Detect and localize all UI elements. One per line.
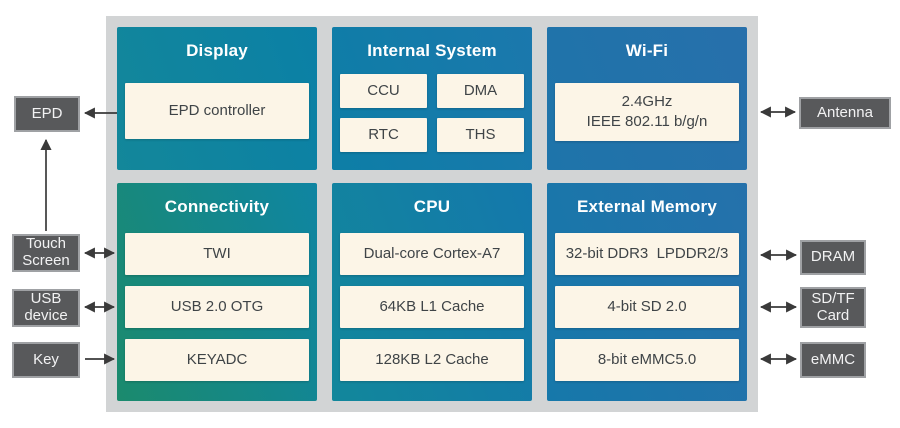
block-connectivity: Connectivity TWI USB 2.0 OTG KEYADC xyxy=(117,183,317,401)
chip-wifi-spec: 2.4GHz IEEE 802.11 b/g/n xyxy=(555,83,739,141)
block-external-memory: External Memory 32-bit DDR3 LPDDR2/3 4-b… xyxy=(547,183,747,401)
chip-ccu: CCU xyxy=(340,74,427,108)
block-wifi-title: Wi-Fi xyxy=(625,41,669,60)
block-wifi: Wi-Fi 2.4GHz IEEE 802.11 b/g/n xyxy=(547,27,747,170)
block-cpu: CPU Dual-core Cortex-A7 64KB L1 Cache 12… xyxy=(332,183,532,401)
chip-emmc50: 8-bit eMMC5.0 xyxy=(555,339,739,381)
peripheral-sdtf-card: SD/TF Card xyxy=(800,287,866,328)
peripheral-emmc: eMMC xyxy=(800,342,866,378)
chip-twi: TWI xyxy=(125,233,309,275)
internal-system-grid: CCU DMA RTC THS xyxy=(340,74,524,152)
chip-dma: DMA xyxy=(437,74,524,108)
chip-l2-cache: 128KB L2 Cache xyxy=(340,339,524,381)
connectivity-stack: TWI USB 2.0 OTG KEYADC xyxy=(125,233,309,381)
chip-rtc: RTC xyxy=(340,118,427,152)
peripheral-touch-screen: Touch Screen xyxy=(12,234,80,272)
peripheral-key: Key xyxy=(12,342,80,378)
peripheral-dram: DRAM xyxy=(800,240,866,275)
chip-ths: THS xyxy=(437,118,524,152)
block-display-title: Display xyxy=(186,41,248,60)
block-internal-system-title: Internal System xyxy=(367,41,497,60)
chip-cortex-a7: Dual-core Cortex-A7 xyxy=(340,233,524,275)
peripheral-usb-device: USB device xyxy=(12,289,80,327)
peripheral-epd: EPD xyxy=(14,96,80,132)
chip-usb-otg: USB 2.0 OTG xyxy=(125,286,309,328)
block-connectivity-title: Connectivity xyxy=(164,197,270,216)
chip-ddr3: 32-bit DDR3 LPDDR2/3 xyxy=(555,233,739,275)
block-external-memory-title: External Memory xyxy=(577,197,717,216)
block-cpu-title: CPU xyxy=(413,197,451,216)
block-display: Display EPD controller xyxy=(117,27,317,170)
external-memory-stack: 32-bit DDR3 LPDDR2/3 4-bit SD 2.0 8-bit … xyxy=(555,233,739,381)
cpu-stack: Dual-core Cortex-A7 64KB L1 Cache 128KB … xyxy=(340,233,524,381)
chip-l1-cache: 64KB L1 Cache xyxy=(340,286,524,328)
soc-panel: Display EPD controller Internal System C… xyxy=(106,16,758,412)
chip-keyadc: KEYADC xyxy=(125,339,309,381)
block-internal-system: Internal System CCU DMA RTC THS xyxy=(332,27,532,170)
peripheral-antenna: Antenna xyxy=(799,97,891,129)
chip-sd20: 4-bit SD 2.0 xyxy=(555,286,739,328)
chip-epd-controller: EPD controller xyxy=(125,83,309,139)
